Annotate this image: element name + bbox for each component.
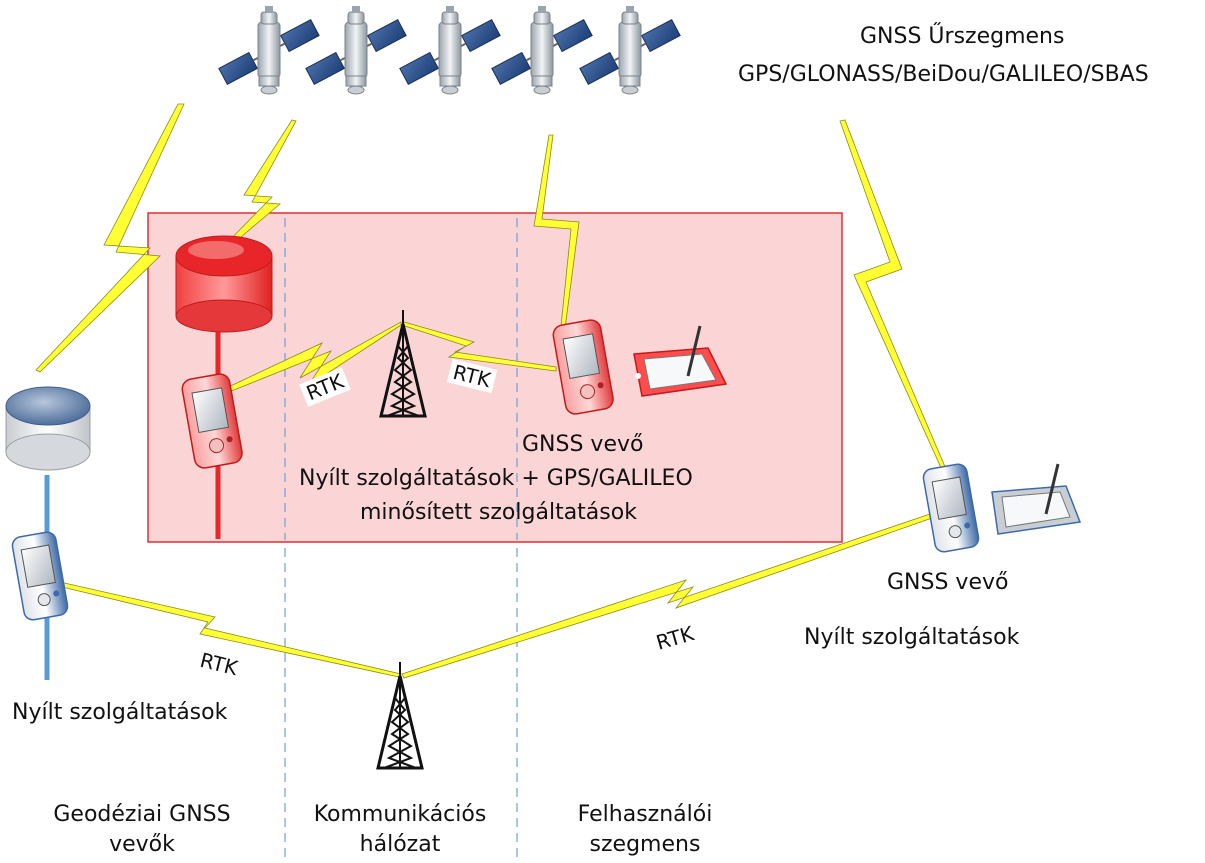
column-label-communication: Kommunikációs hálózat <box>300 800 500 860</box>
column-label-line2: szegmens <box>589 832 701 857</box>
red-reference-station-icon <box>175 235 273 539</box>
tablet-icon <box>633 325 728 397</box>
space-segment-title: GNSS Űrszegmens <box>860 24 1065 49</box>
satellite-icon <box>304 5 408 95</box>
zone-services-line2: minősített szolgáltatások <box>360 500 637 525</box>
satellite-icon <box>490 5 594 95</box>
tower-icon <box>376 660 424 770</box>
satellite-icon <box>398 5 502 95</box>
tablet-icon <box>991 463 1082 535</box>
right-services-label: Nyílt szolgáltatások <box>804 625 1020 650</box>
column-label-line1: Geodéziai GNSS <box>53 802 231 827</box>
zone-receiver-label: GNSS vevő <box>522 432 644 457</box>
column-label-line2: hálózat <box>359 832 441 857</box>
right-receiver-label: GNSS vevő <box>887 570 1009 595</box>
grey-handheld-receiver-icon <box>922 463 980 553</box>
red-handheld-receiver-icon <box>181 373 243 469</box>
space-segment-systems: GPS/GLONASS/BeiDou/GALILEO/SBAS <box>738 62 1149 87</box>
zone-services-line1: Nyílt szolgáltatások + GPS/GALILEO <box>299 466 693 491</box>
column-label-line1: Kommunikációs <box>313 802 487 827</box>
column-label-user-segment: Felhasználói szegmens <box>560 800 730 860</box>
column-label-line1: Felhasználói <box>577 802 713 827</box>
grey-handheld-receiver-icon <box>11 531 69 621</box>
left-services-label: Nyílt szolgáltatások <box>12 700 228 725</box>
satellite-icon <box>217 5 321 95</box>
red-handheld-receiver-icon <box>552 319 614 415</box>
grey-reference-station-icon <box>5 386 91 680</box>
column-label-line2: vevők <box>109 832 175 857</box>
column-label-geodetic: Geodéziai GNSS vevők <box>44 800 240 860</box>
satellite-icon <box>578 5 682 95</box>
